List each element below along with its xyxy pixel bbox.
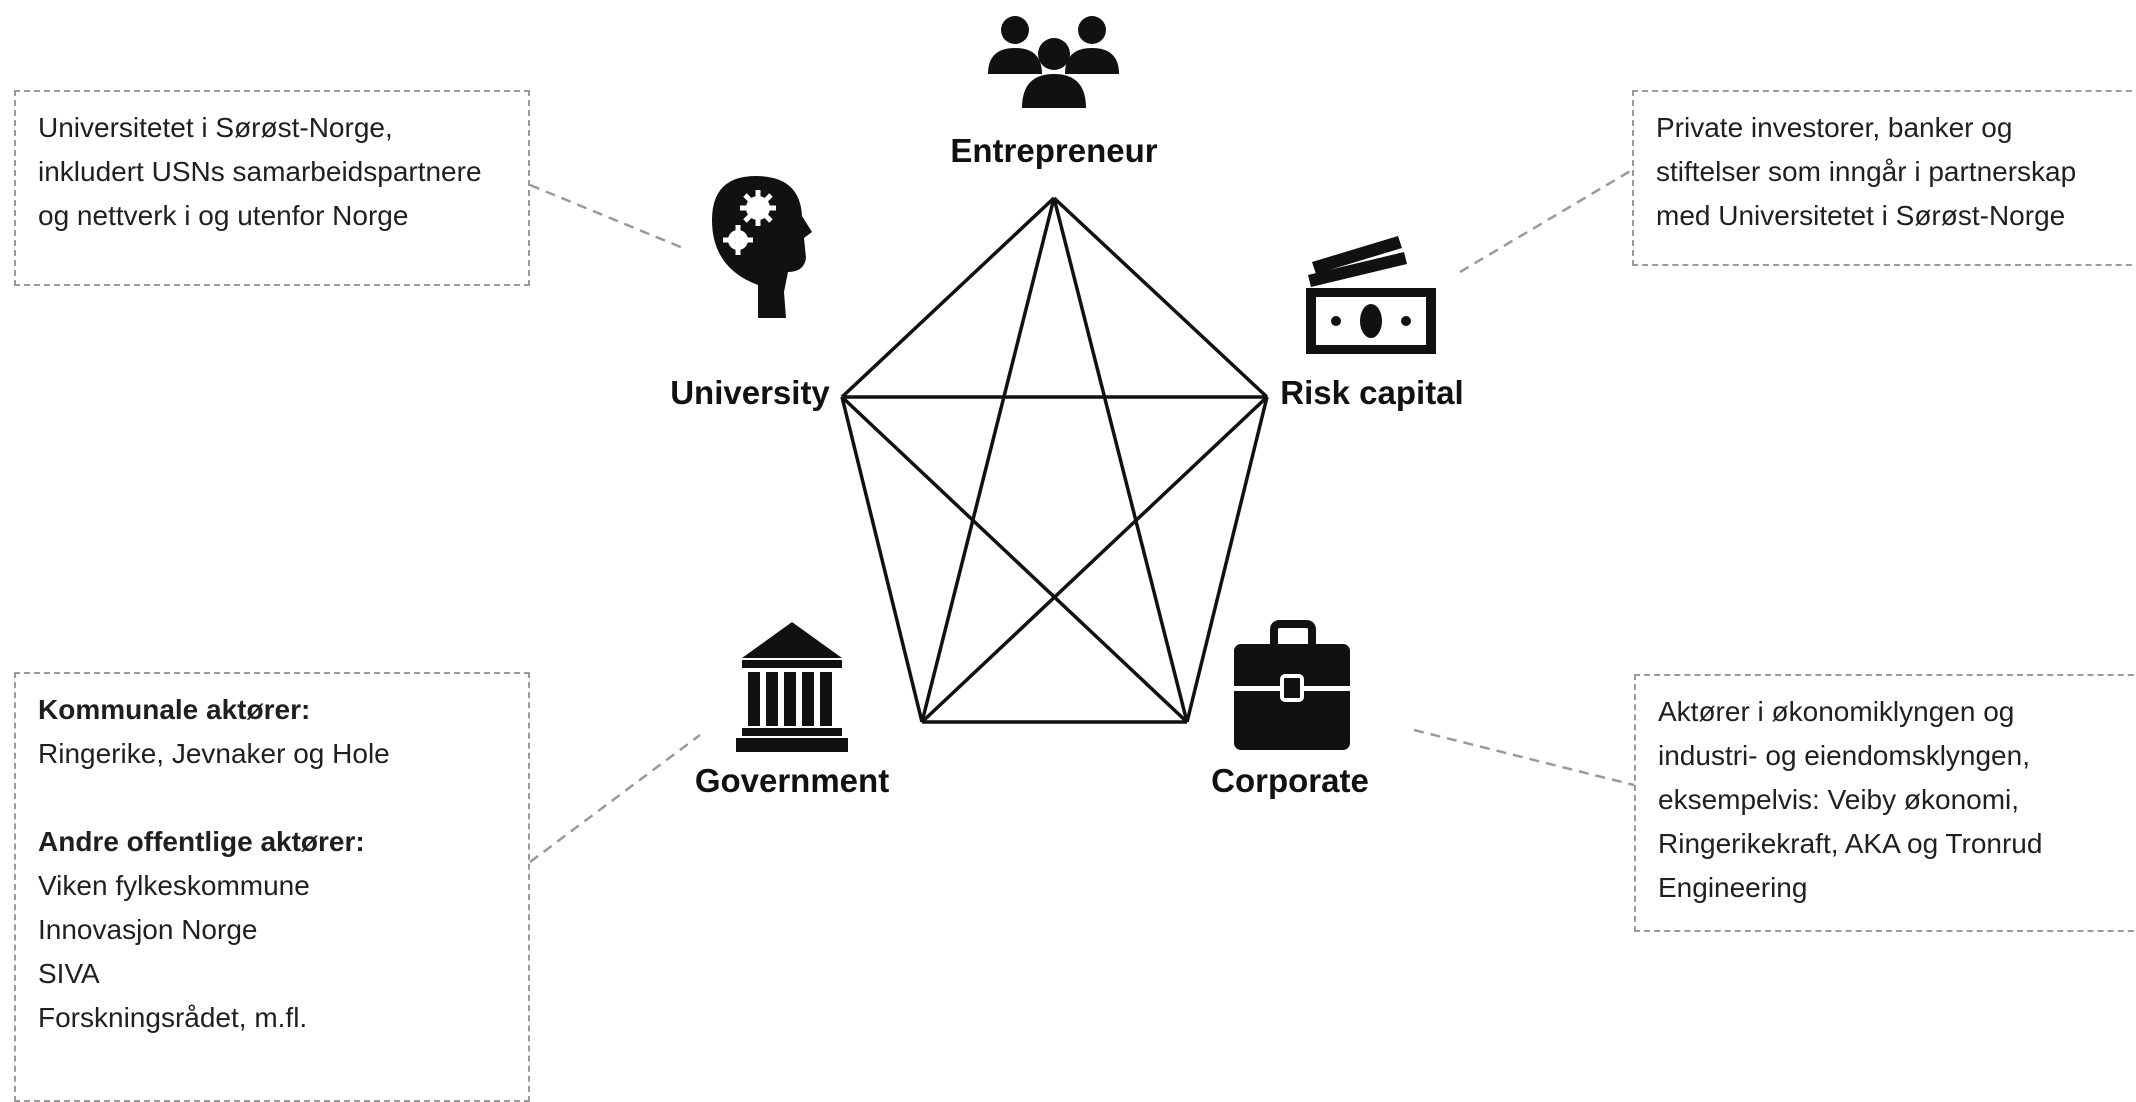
diag-university-corporate bbox=[840, 395, 1189, 724]
money-stack-icon bbox=[1306, 236, 1436, 354]
government-public-item: SIVA bbox=[38, 958, 100, 989]
edge-risk-corporate bbox=[1185, 396, 1269, 723]
connector-university bbox=[529, 183, 684, 250]
university-description-box: Universitetet i Sørøst-Norge, inkludert … bbox=[14, 90, 530, 286]
university-label: University bbox=[670, 374, 830, 411]
risk-capital-label: Risk capital bbox=[1280, 374, 1464, 411]
star-diagonals bbox=[840, 197, 1269, 724]
people-group-icon bbox=[988, 16, 1119, 108]
edge-university-entrepreneur bbox=[840, 196, 1056, 399]
edge-entrepreneur-risk bbox=[1052, 196, 1269, 399]
edge-government-university bbox=[840, 396, 924, 723]
university-line-2: inkludert USNs samarbeidspartnere bbox=[38, 156, 482, 187]
corporate-line-4: Ringerikekraft, AKA og Tronrud bbox=[1658, 828, 2043, 859]
government-label: Government bbox=[694, 762, 890, 799]
government-municipal-list: Ringerike, Jevnaker og Hole bbox=[38, 738, 390, 769]
diag-entrepreneur-corporate bbox=[1052, 197, 1189, 723]
briefcase-icon bbox=[1234, 620, 1350, 750]
dashed-connectors bbox=[529, 168, 1635, 864]
pentagon-outline bbox=[840, 196, 1269, 724]
corporate-line-3: eksempelvis: Veiby økonomi, bbox=[1658, 784, 2020, 815]
diag-risk-government bbox=[920, 395, 1269, 724]
risk-capital-line-3: med Universitetet i Sørøst-Norge bbox=[1656, 200, 2066, 231]
connector-corporate bbox=[1413, 728, 1635, 787]
government-heading-public: Andre offentlige aktører: bbox=[38, 826, 365, 857]
risk-capital-line-1: Private investorer, banker og bbox=[1656, 112, 2013, 143]
entrepreneur-label: Entrepreneur bbox=[950, 132, 1158, 169]
government-public-item: Viken fylkeskommune bbox=[38, 870, 310, 901]
bank-building-icon bbox=[736, 622, 848, 752]
corporate-description-box: Aktører i økonomiklyngen og industri- og… bbox=[1634, 674, 2136, 932]
head-gears-icon bbox=[712, 176, 812, 318]
corporate-line-2: industri- og eiendomsklyngen, bbox=[1658, 740, 2030, 771]
corporate-line-5: Engineering bbox=[1658, 872, 1808, 903]
government-public-item: Forskningsrådet, m.fl. bbox=[38, 1002, 308, 1033]
government-public-item: Innovasjon Norge bbox=[38, 914, 258, 945]
university-line-1: Universitetet i Sørøst-Norge, bbox=[38, 112, 393, 143]
risk-capital-line-2: stiftelser som inngår i partnerskap bbox=[1656, 156, 2077, 187]
diag-entrepreneur-government bbox=[920, 197, 1056, 723]
government-description-box: Kommunale aktører: Ringerike, Jevnaker o… bbox=[14, 672, 530, 1102]
corporate-label: Corporate bbox=[1211, 762, 1369, 799]
university-line-3: og nettverk i og utenfor Norge bbox=[38, 200, 409, 231]
government-heading-municipal: Kommunale aktører: bbox=[38, 694, 311, 725]
corporate-line-1: Aktører i økonomiklyngen og bbox=[1658, 696, 2015, 727]
risk-capital-description-box: Private investorer, banker og stiftelser… bbox=[1632, 90, 2136, 266]
connector-government bbox=[529, 733, 701, 864]
connector-risk-capital bbox=[1459, 168, 1633, 274]
